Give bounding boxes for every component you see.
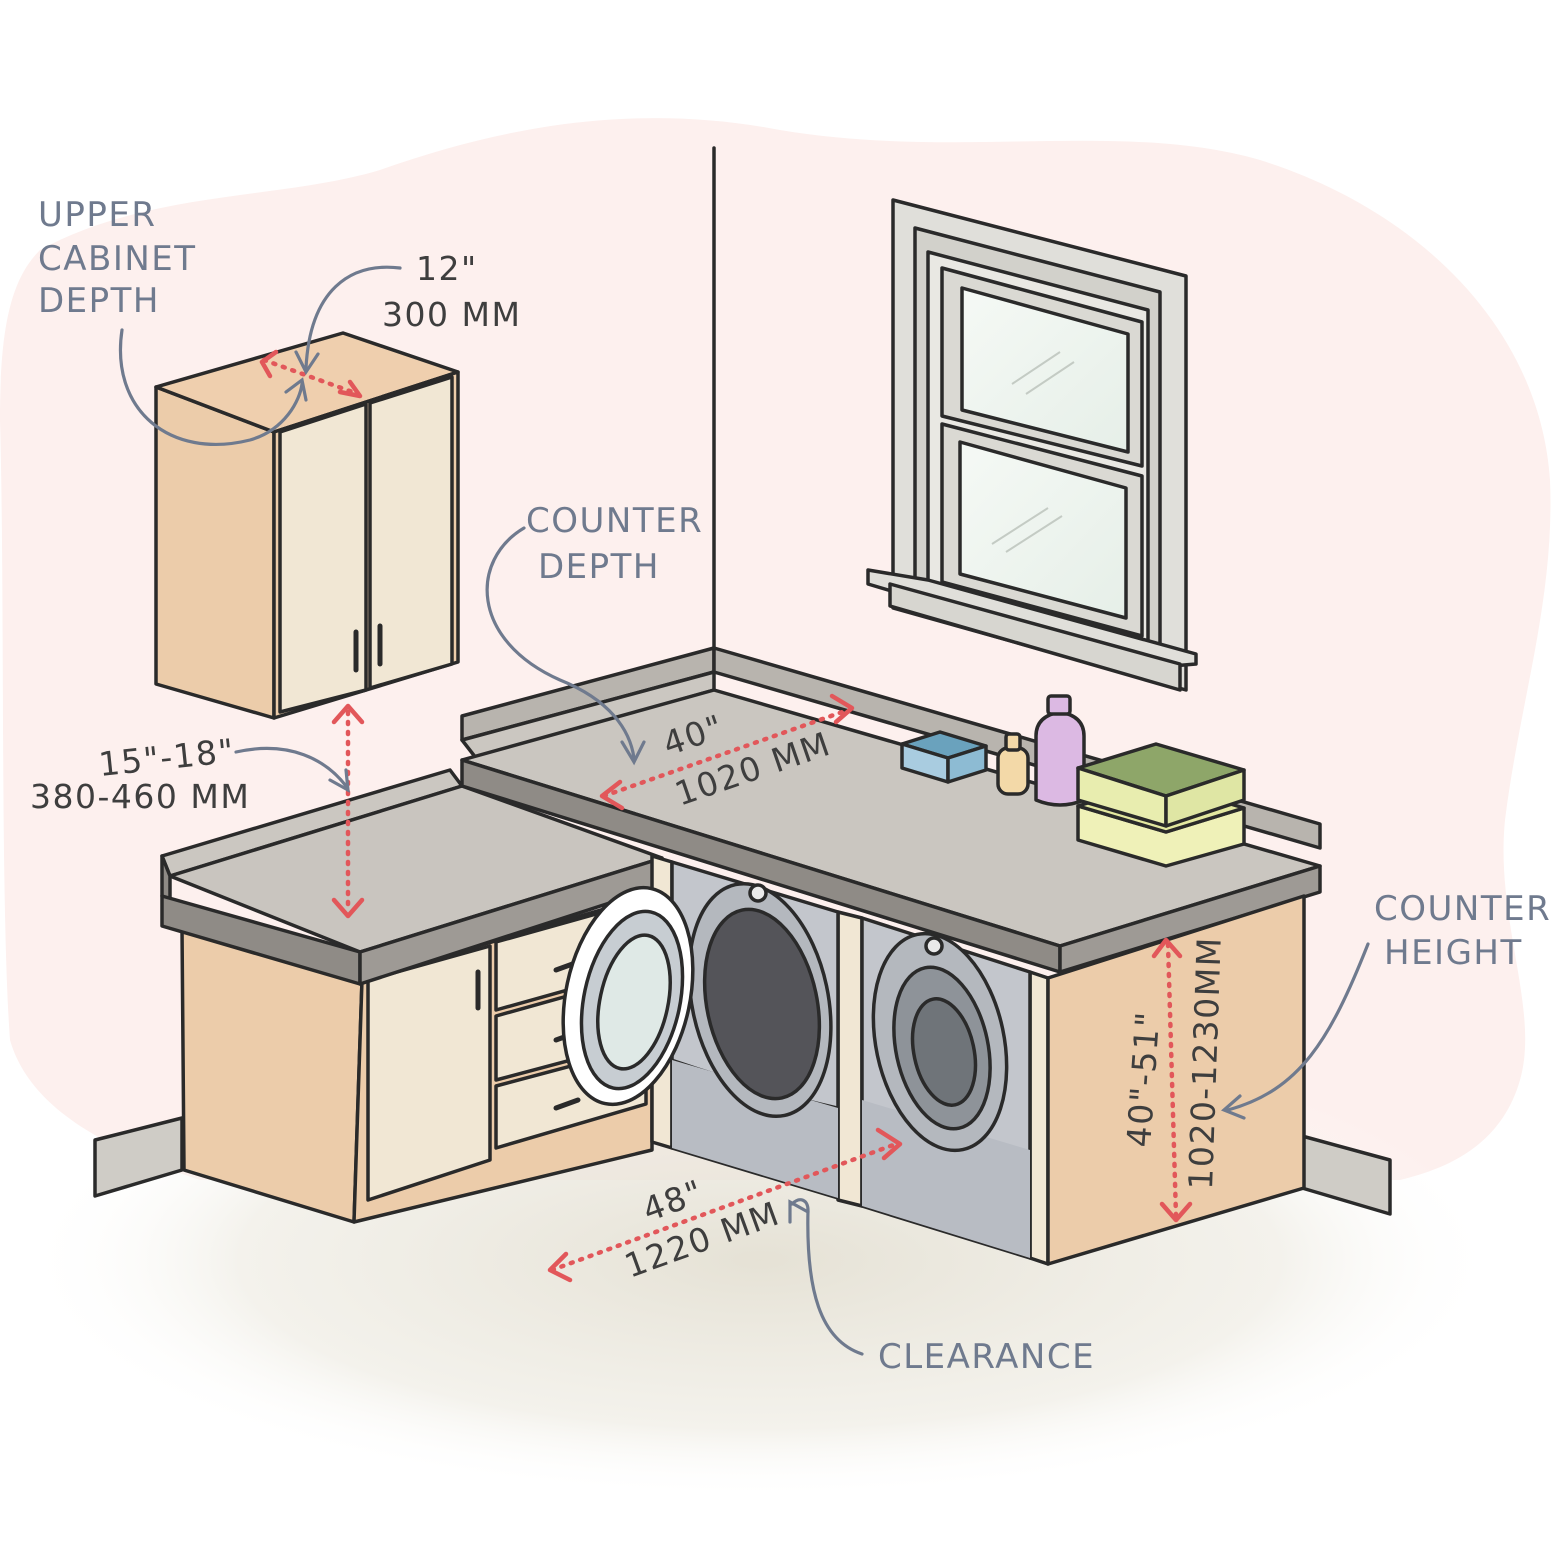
leader-clearance [788, 1198, 864, 1356]
dim-counter-height [1151, 937, 1193, 1223]
detergent-bottle-large [1034, 694, 1086, 807]
label-line: DEPTH [38, 281, 160, 321]
dim-cabinet-to-counter [331, 703, 365, 919]
label-line: COUNTER [526, 501, 703, 541]
value-counter-height: 40"-51" 1020-1230MM [1119, 936, 1229, 1191]
dim-upper-cabinet-depth [259, 349, 363, 399]
label-line: UPPER [38, 195, 157, 235]
label-line: DEPTH [538, 547, 660, 587]
value-line: 300 MM [382, 295, 521, 334]
leader-12in [294, 265, 402, 376]
value-line: 40"-51" [1119, 1009, 1167, 1148]
value-line: 12" [416, 249, 478, 288]
dryer-door-open [561, 885, 695, 1107]
label-line: COUNTER [1374, 889, 1551, 929]
window [866, 198, 1198, 692]
leader-counter-height [1220, 942, 1370, 1120]
label-upper-cabinet-depth: UPPER CABINET DEPTH [38, 195, 197, 321]
label-counter-depth: COUNTER DEPTH [526, 501, 703, 587]
leader-upper-cabinet-depth [118, 328, 308, 446]
label-clearance: CLEARANCE [878, 1337, 1095, 1377]
dim-counter-depth [599, 693, 855, 811]
value-upper-cabinet-depth: 12" 300 MM [382, 249, 521, 334]
blue-box [900, 730, 988, 784]
detergent-bottle-small [996, 732, 1030, 796]
label-line: HEIGHT [1384, 933, 1523, 973]
upper-cabinet [154, 331, 460, 720]
dryer [670, 860, 840, 1200]
label-counter-height: COUNTER HEIGHT [1374, 889, 1551, 973]
leader-15-18 [234, 746, 350, 793]
left-counter [160, 768, 664, 986]
value-line: 380-460 MM [30, 777, 250, 816]
baseboard-left [93, 1116, 184, 1198]
label-line: CABINET [38, 239, 197, 279]
washer [860, 916, 1032, 1260]
value-line: 1020-1230MM [1181, 936, 1229, 1191]
dim-clearance [547, 1127, 903, 1283]
leader-counter-depth [485, 526, 646, 766]
storage-bin-upper [1076, 742, 1246, 828]
